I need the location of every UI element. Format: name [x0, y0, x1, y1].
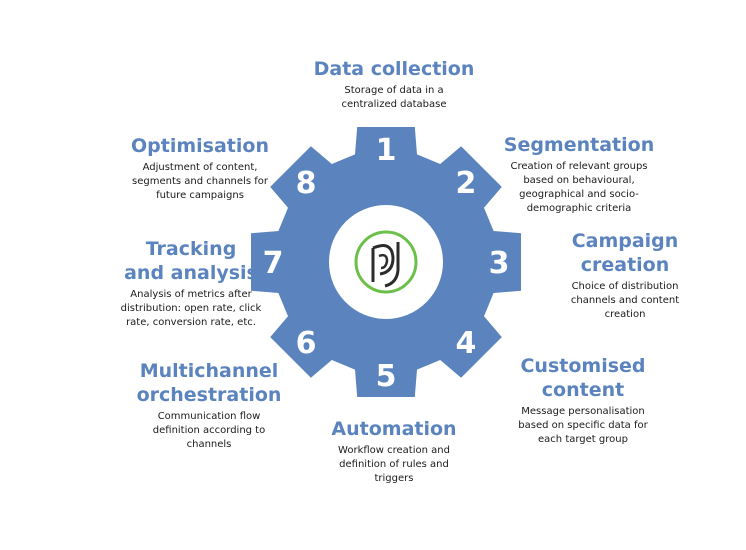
step-3-campaign-creation: Campaign creation Choice of distribution… [552, 229, 698, 322]
step-title: Data collection [313, 58, 475, 80]
step-title: Customised content [520, 355, 646, 401]
step-6-multichannel-orchestration: Multichannel orchestration Communication… [116, 359, 302, 452]
step-description: Workflow creation and definition of rule… [338, 445, 450, 484]
step-title: Tracking and analysis [124, 238, 258, 284]
step-number-1: 1 [376, 133, 397, 168]
step-number-2: 2 [455, 166, 476, 201]
step-title: Automation [331, 418, 457, 440]
step-description: Message personalisation based on specifi… [518, 406, 648, 445]
step-number-8: 8 [296, 166, 317, 201]
step-number-3: 3 [489, 246, 510, 281]
step-description: Choice of distribution channels and cont… [570, 281, 680, 320]
step-title: Campaign creation [571, 230, 679, 276]
step-number-4: 4 [455, 326, 476, 361]
logo-icon [354, 230, 418, 294]
step-4-customised-content: Customised content Message personalisati… [498, 354, 668, 447]
step-2-segmentation: Segmentation Creation of relevant groups… [486, 133, 672, 216]
step-number-7: 7 [263, 246, 284, 281]
step-8-optimisation: Optimisation Adjustment of content, segm… [114, 134, 286, 203]
step-5-automation: Automation Workflow creation and definit… [304, 417, 484, 486]
step-description: Creation of relevant groups based on beh… [510, 161, 648, 214]
step-description: Communication flow definition according … [152, 411, 266, 450]
step-7-tracking-and-analysis: Tracking and analysis Analysis of metric… [96, 237, 286, 330]
step-number-6: 6 [296, 326, 317, 361]
step-description: Analysis of metrics after distribution: … [120, 289, 262, 328]
step-title: Segmentation [503, 134, 655, 156]
step-title: Optimisation [131, 135, 269, 157]
step-title: Multichannel orchestration [136, 360, 282, 406]
step-1-data-collection: Data collection Storage of data in a cen… [294, 57, 494, 112]
step-description: Adjustment of content, segments and chan… [132, 162, 268, 201]
step-number-5: 5 [376, 359, 397, 394]
step-description: Storage of data in a centralized databas… [341, 85, 447, 110]
